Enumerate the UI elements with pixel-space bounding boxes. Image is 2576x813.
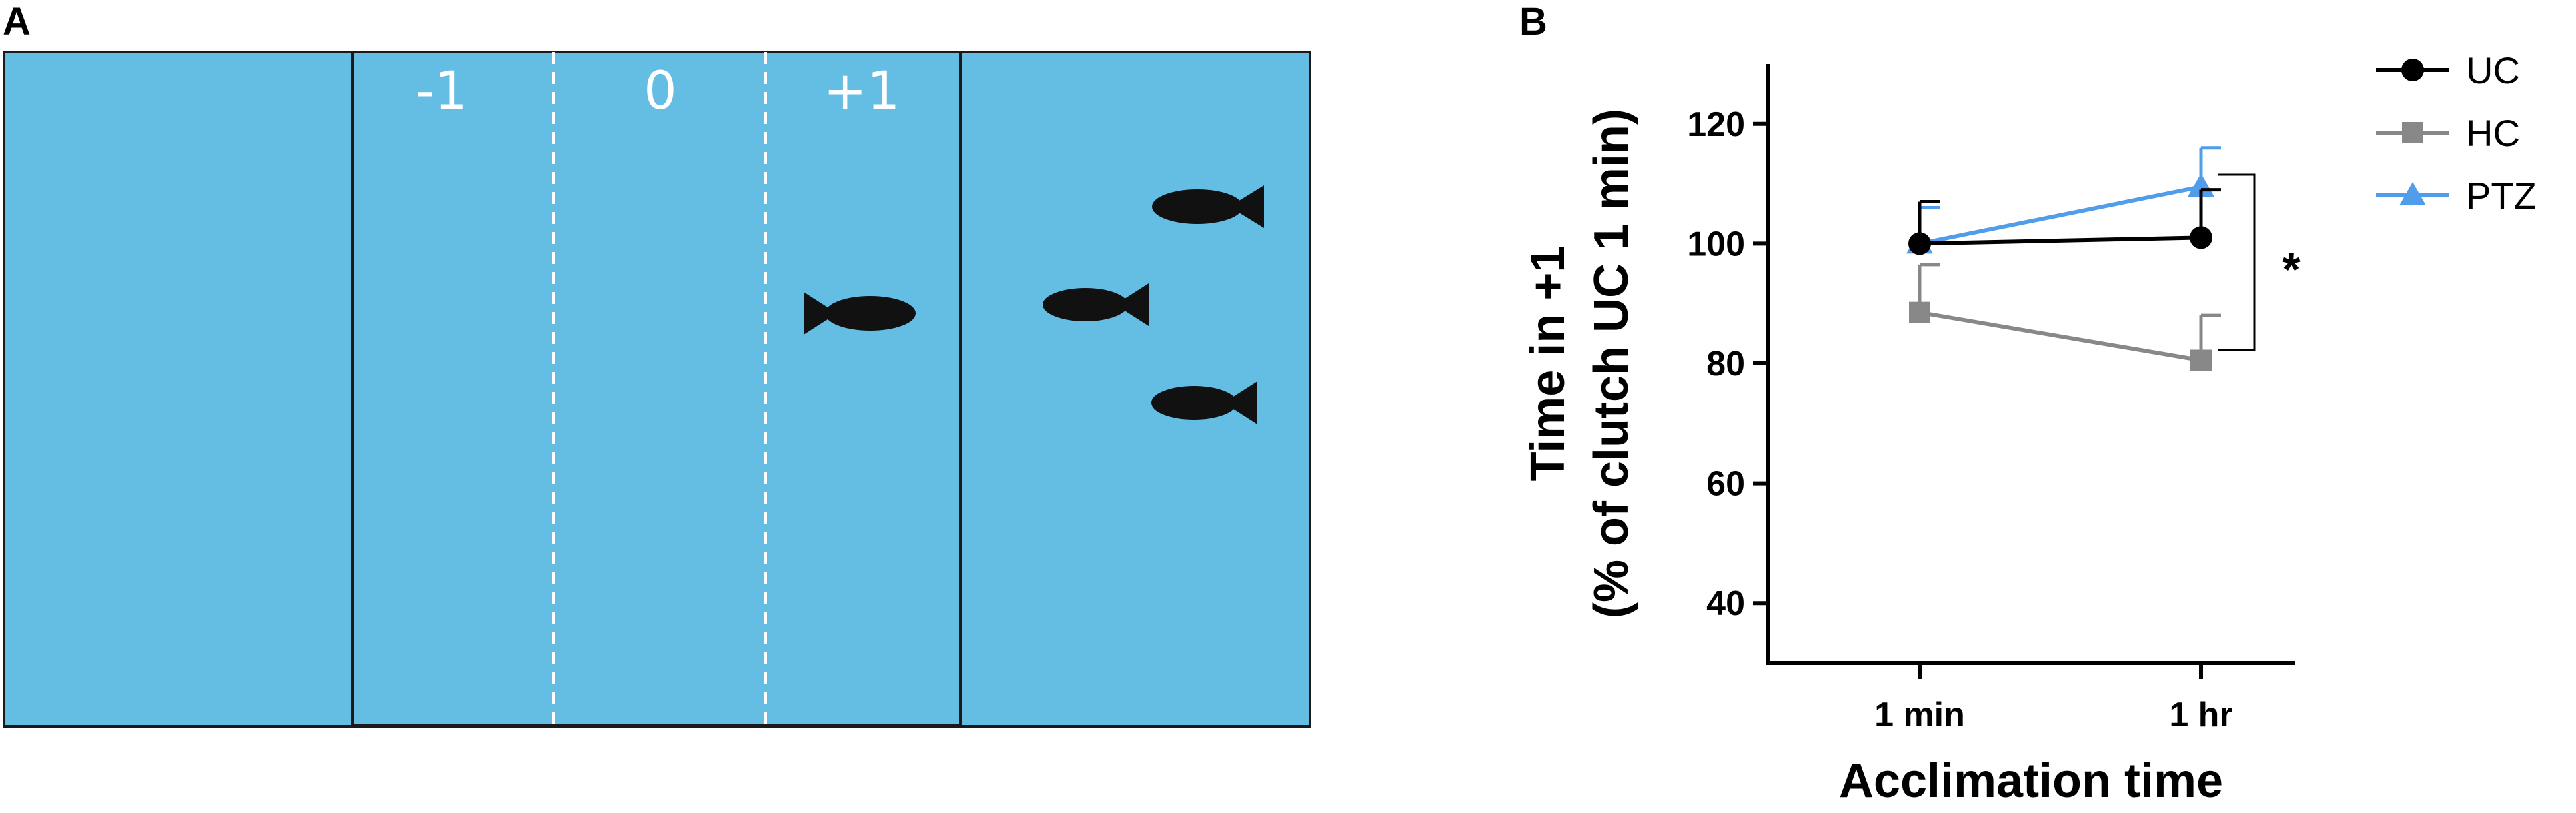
- y-tick-label: 120: [1687, 105, 1745, 144]
- data-point: [2190, 226, 2212, 249]
- series-hc: [1909, 263, 2221, 371]
- y-tick-label: 80: [1706, 345, 1745, 383]
- series-line: [1919, 185, 2202, 246]
- fish-icon: [1043, 283, 1149, 326]
- legend-marker: [2399, 182, 2426, 205]
- data-point: [2190, 349, 2212, 371]
- legend-item-hc: HC: [2376, 112, 2520, 154]
- legend-label: UC: [2466, 49, 2520, 91]
- panel-b-letter: B: [1519, 0, 1547, 43]
- tank-outer: [3, 51, 1311, 728]
- data-point: [1909, 301, 1930, 323]
- panel-a-letter: A: [3, 0, 31, 43]
- y-axis-title-line1: Time in +1: [1521, 246, 1575, 482]
- x-axis-title: Acclimation time: [1839, 754, 2223, 808]
- legend-marker: [2401, 59, 2424, 81]
- series-line: [1919, 310, 2202, 363]
- x-tick-label: 1 hr: [2169, 696, 2232, 734]
- x-ticks: 1 min 1 hr: [1874, 663, 2233, 734]
- legend-label: HC: [2466, 112, 2520, 154]
- legend-item-ptz: PTZ: [2376, 175, 2537, 217]
- legend-marker: [2402, 122, 2423, 143]
- series-layer: [1906, 146, 2221, 371]
- y-ticks: 40 60 80 100 120: [1687, 105, 1768, 623]
- fish-icon: [1152, 185, 1264, 228]
- tank-diagram: -1 0 +1: [3, 51, 1311, 728]
- legend-item-uc: UC: [2376, 49, 2520, 91]
- y-tick-label: 60: [1706, 465, 1745, 504]
- legend-label: PTZ: [2466, 175, 2537, 217]
- significance-bracket: [2218, 173, 2256, 351]
- x-tick-label: 1 min: [1874, 696, 1965, 734]
- data-point: [1908, 232, 1931, 255]
- legend: UC HC PTZ: [2376, 49, 2537, 217]
- fish-icon: [1151, 381, 1257, 424]
- fish-icon: [804, 292, 916, 335]
- series-uc: [1908, 188, 2221, 255]
- y-tick-label: 100: [1687, 225, 1745, 263]
- zone-label-plus-1: +1: [824, 61, 900, 121]
- zone-label-minus-1: -1: [416, 61, 468, 121]
- significance-star: *: [2282, 243, 2301, 295]
- chart-area: 40 60 80 100 120 1 min 1 hr * Acclimation tim…: [1521, 64, 2301, 808]
- zone-label-0: 0: [644, 61, 677, 121]
- y-tick-label: 40: [1706, 584, 1745, 623]
- y-axis-title-line2: (% of clutch UC 1 min): [1585, 109, 1638, 618]
- series-line: [1919, 235, 2202, 246]
